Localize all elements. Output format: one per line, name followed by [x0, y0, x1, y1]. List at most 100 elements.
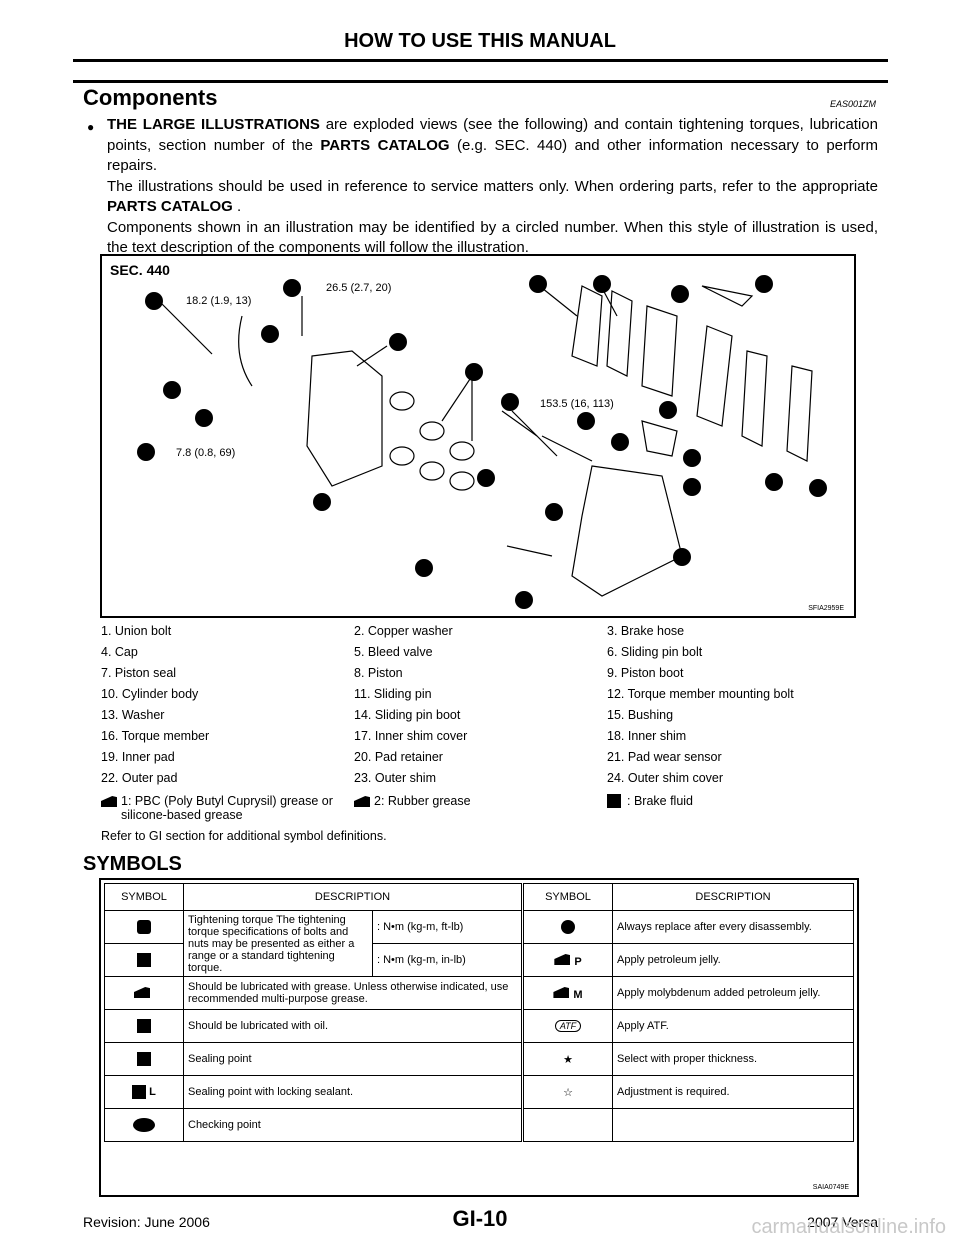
legend-item: 2: Rubber grease	[354, 794, 607, 822]
component-item: 9. Piston boot	[607, 665, 684, 680]
unit-inlb: : N•m (kg-m, in-lb)	[372, 943, 524, 977]
oil-desc: Should be lubricated with oil.	[183, 1009, 524, 1043]
component-item: 22. Outer pad	[101, 770, 178, 785]
piston-boot-a	[449, 441, 475, 461]
component-item: 17. Inner shim cover	[354, 728, 468, 743]
footer-revision: Revision: June 2006	[83, 1214, 210, 1230]
component-item: 20. Pad retainer	[354, 749, 443, 764]
intro-text4: .	[232, 198, 242, 215]
piston-a	[419, 421, 445, 441]
star-icon: ★	[522, 1042, 613, 1076]
symbols-table: SYMBOL DESCRIPTION SYMBOL DESCRIPTION Ti…	[104, 883, 854, 1142]
parts-catalog-2: PARTS CATALOG	[107, 198, 233, 215]
section-rule	[73, 80, 888, 83]
torque-desc: Tightening torque The tightening torque …	[183, 910, 373, 977]
locking-desc: Sealing point with locking sealant.	[183, 1075, 524, 1109]
sliding-pin-a	[541, 435, 593, 462]
l-mark: L	[149, 1085, 156, 1098]
footer-page: GI-10	[452, 1206, 508, 1231]
section-code: EAS001ZM	[830, 99, 877, 109]
legend-item: 1: PBC (Poly Butyl Cuprysil) grease or s…	[101, 794, 354, 822]
component-item: 3. Brake hose	[607, 623, 685, 638]
component-item: 7. Piston seal	[101, 665, 177, 680]
col-symbol: SYMBOL	[104, 883, 184, 911]
grease-desc: Should be lubricated with grease. Unless…	[183, 976, 524, 1010]
component-item: 14. Sliding pin boot	[354, 707, 461, 722]
replace-icon	[522, 910, 613, 944]
component-item: 1. Union bolt	[101, 623, 172, 638]
component-item: 6. Sliding pin bolt	[607, 644, 703, 659]
symbols-code: SAIA0749E	[812, 1184, 849, 1191]
torque-label-1: 18.2 (1.9, 13)	[186, 295, 251, 307]
empty-desc	[612, 1108, 854, 1142]
lead-bold: THE LARGE ILLUSTRATIONS	[107, 116, 320, 133]
atf-desc: Apply ATF.	[612, 1009, 854, 1043]
inner-shim-cover	[571, 285, 603, 367]
locking-sealant-icon: L	[104, 1075, 184, 1109]
component-item: 24. Outer shim cover	[607, 770, 724, 785]
outer-shim	[741, 350, 768, 447]
inner-shim	[606, 290, 633, 377]
torque-label-3: 7.8 (0.8, 69)	[176, 447, 235, 459]
hollow-star-icon: ☆	[522, 1075, 613, 1109]
bullet: ●	[87, 120, 95, 134]
petroleum-jelly-icon: P	[522, 943, 613, 977]
piston-b	[419, 461, 445, 481]
outer-shim-cover	[786, 365, 813, 462]
figure-code: SFIA2959E	[808, 605, 844, 612]
component-item: 12. Torque member mounting bolt	[607, 686, 794, 701]
col-symbol-2: SYMBOL	[522, 883, 613, 911]
piston-boot-b	[449, 471, 475, 491]
replace-desc: Always replace after every disassembly.	[612, 910, 854, 944]
oil-icon	[104, 1009, 184, 1043]
torque-member	[571, 465, 683, 597]
component-item: 19. Inner pad	[101, 749, 175, 764]
intro-text3: The illustrations should be used in refe…	[107, 177, 878, 195]
component-illustration: SEC. 440	[100, 254, 856, 618]
intro-text1: are exploded views (see the following) a…	[107, 116, 878, 154]
section-title: Components	[83, 85, 218, 110]
intro-text5: Components shown in an illustration may …	[107, 218, 878, 257]
brake-fluid-icon	[607, 794, 621, 808]
unit-ftlb: : N•m (kg-m, ft-lb)	[372, 910, 524, 944]
legend-text: 1: PBC (Poly Butyl Cuprysil) grease or s…	[121, 794, 333, 822]
component-item: 15. Bushing	[607, 707, 674, 722]
molybdenum-icon: M	[522, 976, 613, 1010]
piston-seal-a	[389, 391, 415, 411]
grease-icon	[354, 796, 370, 807]
torque-icon	[104, 910, 184, 944]
intro-paragraph: THE LARGE ILLUSTRATIONS are exploded vie…	[107, 115, 878, 259]
p-mark: P	[574, 956, 582, 968]
inner-pad	[641, 305, 678, 397]
sec-text: SEC.	[110, 262, 143, 278]
piston-seal-b	[389, 446, 415, 466]
component-item: 10. Cylinder body	[101, 686, 199, 701]
checking-desc: Checking point	[183, 1108, 524, 1142]
symbols-title: SYMBOLS	[83, 853, 182, 875]
empty-symbol	[522, 1108, 613, 1142]
grease-icon	[101, 796, 117, 807]
brake-hose	[238, 315, 253, 387]
header-rule	[73, 59, 888, 62]
symbol-note: Refer to GI section for additional symbo…	[101, 829, 387, 843]
pad-wear-sensor	[701, 285, 754, 307]
checking-icon	[104, 1108, 184, 1142]
cylinder-body	[306, 350, 383, 487]
brake-caliper-exploded-view: 18.2 (1.9, 13) 26.5 (2.7, 20) 7.8 (0.8, …	[137, 275, 827, 609]
component-item: 23. Outer shim	[354, 770, 436, 785]
torque-inlb-icon	[104, 943, 184, 977]
component-item: 18. Inner shim	[607, 728, 687, 743]
component-row: 22. Outer pad 23. Outer shim 24. Outer shi…	[101, 767, 861, 788]
thickness-desc: Select with proper thickness.	[612, 1042, 854, 1076]
pad-retainer	[641, 420, 678, 457]
parts-catalog: PARTS CATALOG	[320, 136, 450, 154]
sec-number: 440	[146, 262, 170, 278]
